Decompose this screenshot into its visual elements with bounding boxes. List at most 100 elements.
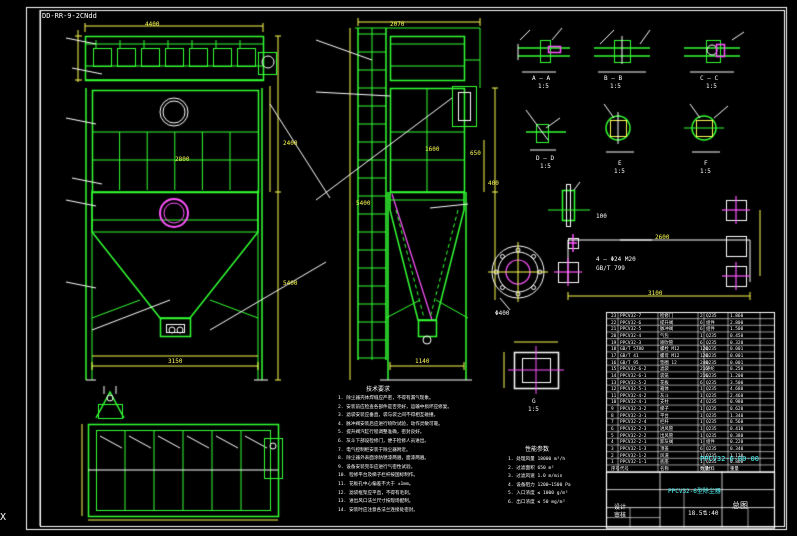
bom-cell-name: 进风管 (660, 427, 674, 433)
bom-cell-code: GB/T 95 (620, 360, 639, 366)
bom-cell-code: PPCV32-2-4 (620, 420, 647, 426)
bom-cell-code: PPCV32-2-1 (620, 440, 647, 446)
bom-cell-wt: 0.001 (730, 360, 744, 366)
tech-note-item: 7. 电气控制柜安装于除尘器附近。 (338, 447, 411, 453)
bom-cell-wt: 0.220 (730, 440, 744, 446)
flange-label: Φ400 (495, 310, 510, 317)
bom-cell-qty: 120 (700, 353, 708, 359)
bom-cell-no: 23 (611, 314, 617, 319)
bom-cell-name: 箱体 (660, 387, 669, 393)
title-block-sheet: 总图 (732, 501, 748, 510)
bom-cell-code: PPCV32-7 (620, 314, 642, 319)
bom-cell-no: 20 (611, 333, 617, 339)
bom-cell-name: 出风管 (660, 433, 674, 439)
bom-cell-wt: 3.500 (730, 380, 744, 386)
bom-cell-name: 花板 (660, 380, 669, 386)
bom-cell-code: PPCV32-4 (620, 333, 642, 339)
bom-header-qty: 数量 (700, 466, 709, 472)
bom-cell-name: 气包 (660, 333, 669, 339)
bom-cell-name: 栏杆 (660, 420, 669, 426)
title-block-scale: 1:40 (704, 510, 719, 517)
tech-note-item: 9. 设备安装完毕应进行气密性试验。 (338, 464, 416, 470)
tech-note-item: 1. 除尘器壳体焊缝应严密，不得有漏气现象。 (338, 396, 434, 401)
tech-note-item: 3. 滤袋安装应垂直，袋与袋之间不得相互碰撞。 (338, 413, 439, 419)
spec-note-item: 5. 入口浓度 ≤ 1000 g/m³ (508, 491, 568, 496)
section-g-scale: 1:5 (528, 406, 539, 413)
bom-cell-no: 19 (611, 340, 617, 346)
bom-cell-no: 14 (611, 373, 617, 379)
bom-cell-name: 支柱 (660, 400, 669, 406)
side-width-dim: 2070 (390, 21, 405, 28)
bom-cell-wt: 1.860 (730, 314, 744, 319)
bom-cell-name: 垫圈 12 (660, 360, 677, 366)
bom-cell-wt: 2.460 (730, 393, 744, 399)
tech-note-item: 12. 滤袋框架应平直，不得有毛刺。 (338, 490, 414, 496)
foundation-hole-note: 4 — Φ24 M20 (596, 256, 636, 263)
bom-cell-wt: 4.680 (730, 387, 744, 393)
bom-cell-name: 顶盖 (660, 447, 669, 452)
spec-note-item: 2. 过滤面积 650 m² (508, 465, 555, 471)
title-block-weight: 18.5t (688, 510, 707, 517)
bom-cell-wt: 2.800 (730, 320, 744, 326)
tech-note-item: 4. 脉冲阀安装后应进行喷吹试验，动作灵敏可靠。 (338, 421, 443, 427)
bom-cell-mat: Q235 (706, 387, 717, 393)
bom-cell-mat: 组件 (706, 440, 715, 446)
bom-cell-no: 10 (611, 400, 617, 406)
bom-header-mat: 材料 (706, 466, 715, 472)
section-a-label: A — A (532, 75, 551, 82)
bom-cell-no: 6 (611, 427, 614, 433)
bom-cell-wt: 0.560 (730, 420, 744, 426)
bom-cell-no: 1 (611, 460, 614, 466)
title-block-designer: 设计 (614, 504, 627, 511)
section-c-label: C — C (700, 75, 719, 82)
bom-cell-qty: 6 (700, 320, 703, 326)
section-d-label: D — D (536, 155, 555, 162)
foundation-width-dim: 3100 (648, 290, 663, 297)
bom-cell-code: PPCV32-6-2 (620, 367, 647, 373)
section-f-label: F (704, 160, 708, 167)
section-g-label: G (532, 398, 536, 405)
bom-cell-qty: 1 (700, 387, 703, 393)
bom-cell-qty: 1 (700, 427, 703, 433)
bom-cell-qty: 1 (700, 440, 703, 446)
bom-header-no: 序号 (611, 466, 620, 472)
bom-cell-mat: Q235 (706, 413, 717, 419)
bom-cell-no: 3 (611, 447, 614, 452)
section-d-scale: 1:5 (540, 163, 551, 170)
bom-header-wt: 重量 (730, 466, 739, 472)
bom-cell-mat: Q235 (706, 433, 717, 439)
bom-cell-no: 5 (611, 433, 614, 439)
bom-cell-code: PPCV32-5-2 (620, 380, 647, 386)
bom-cell-no: 13 (611, 380, 617, 386)
section-b-label: B — B (604, 75, 623, 82)
bom-cell-qty: 1 (700, 453, 703, 459)
main-height-dim-a: 2400 (283, 140, 298, 147)
anchor-note: 100 (596, 213, 607, 220)
bom-cell-no: 17 (611, 353, 617, 359)
side-dim-c: 400 (488, 180, 499, 187)
bom-cell-code: PPCV32-4-2 (620, 393, 647, 399)
side-mid-dim: 1600 (425, 146, 440, 153)
side-dim-a: 650 (470, 150, 481, 157)
bom-cell-name: 螺母 M12 (660, 353, 680, 359)
bom-cell-code: PPCV32-2-3 (620, 427, 647, 433)
ucs-corner-mark: X (0, 512, 7, 523)
title-block-checker: 审核 (614, 512, 627, 519)
tech-note-item: 11. 花板孔中心偏差不大于 ±1mm。 (338, 482, 414, 487)
section-b-scale: 1:5 (610, 83, 621, 90)
side-dim-b: 5400 (356, 200, 371, 207)
bom-cell-qty: 1 (700, 433, 703, 439)
bom-cell-name: 卸灰阀 (660, 440, 674, 446)
bom-cell-wt: 0.001 (730, 347, 744, 353)
bom-cell-no: 7 (611, 420, 614, 426)
bom-cell-no: 9 (611, 407, 614, 413)
bom-cell-qty: 6 (700, 340, 703, 346)
bom-cell-no: 8 (611, 413, 614, 419)
bom-cell-wt: 0.250 (730, 367, 744, 373)
bom-cell-name: 风道 (660, 453, 669, 459)
bom-cell-wt: 0.001 (730, 353, 744, 359)
tech-note-item: 5. 提升阀汽缸行程调整准确，密封良好。 (338, 430, 425, 436)
bom-cell-mat: Q235 (706, 373, 717, 379)
bom-cell-name: 滤袋 (660, 367, 669, 373)
